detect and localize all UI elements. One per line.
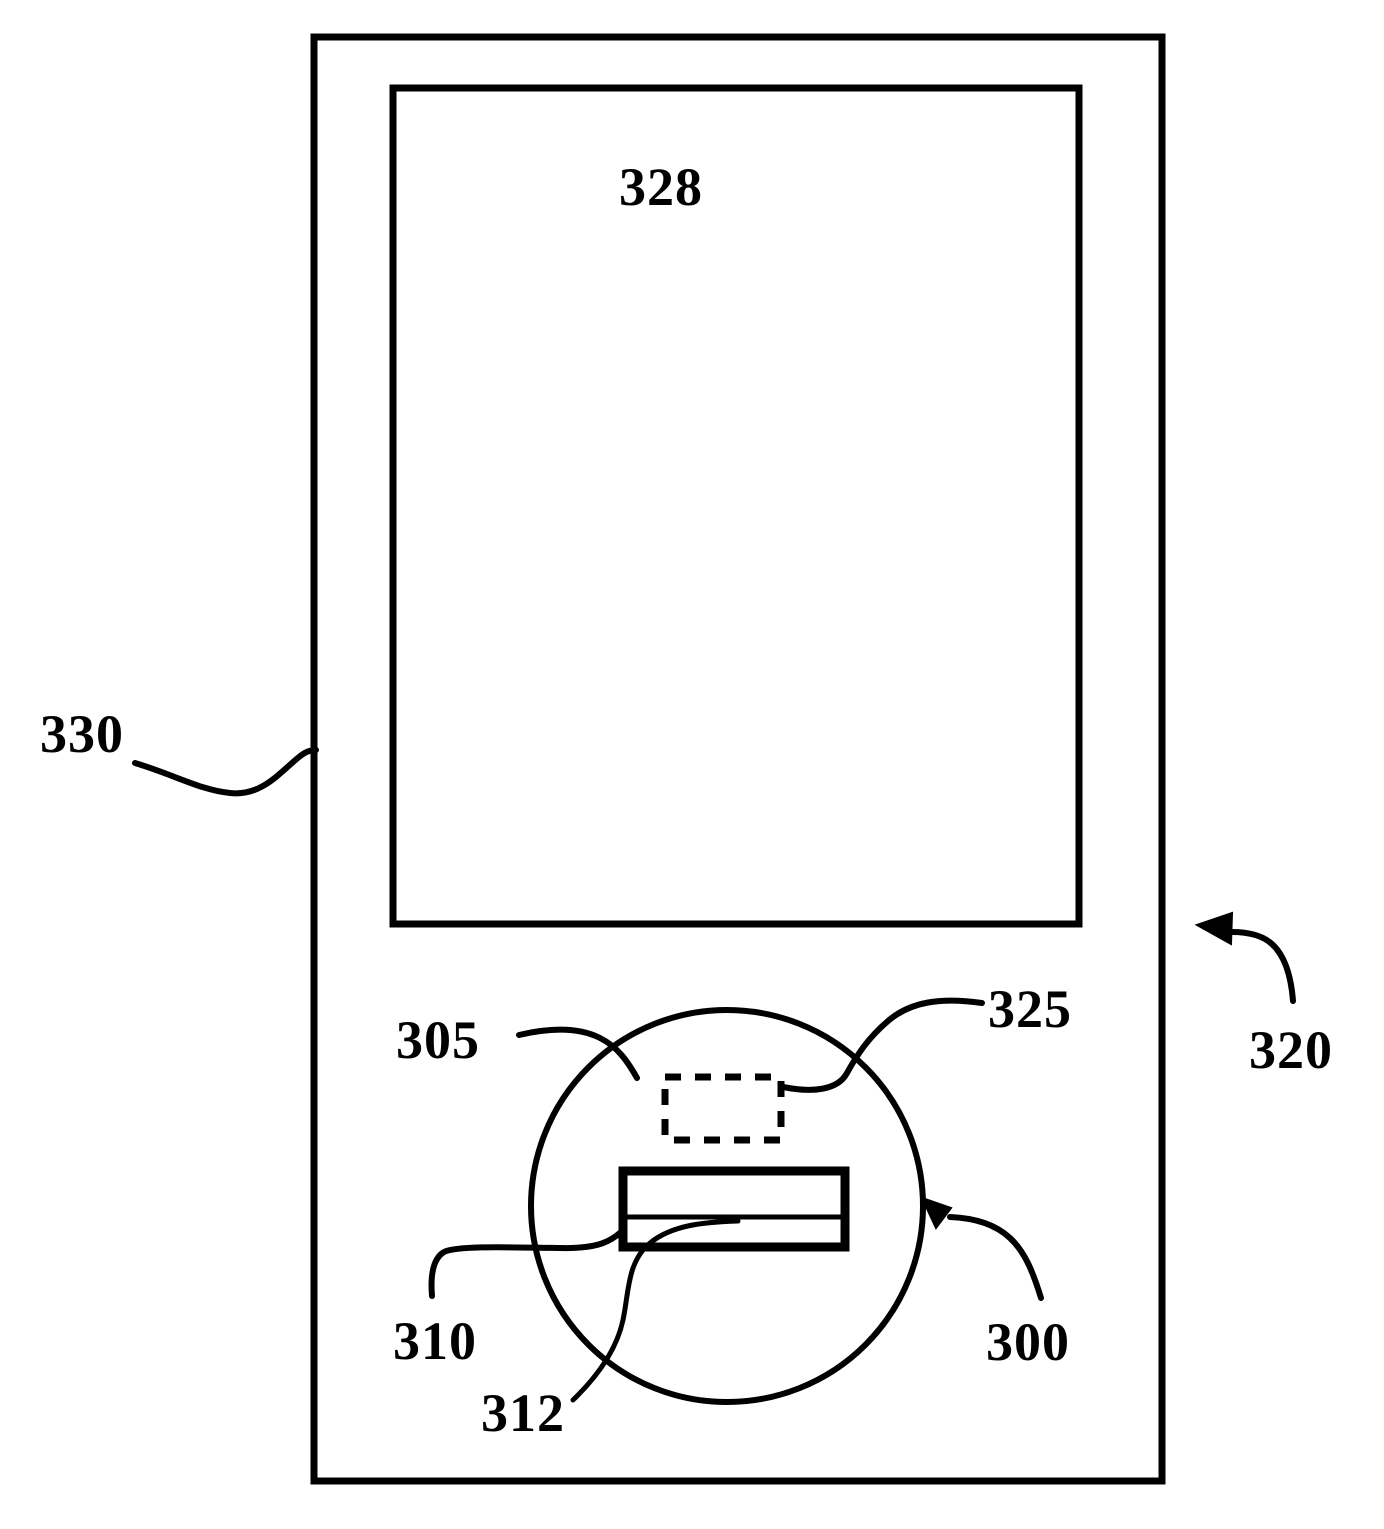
reference-numeral-305: 305 — [396, 1010, 480, 1070]
reference-numeral-325: 325 — [988, 979, 1072, 1039]
reference-numeral-312: 312 — [481, 1383, 565, 1443]
leader-line-330 — [132, 747, 319, 797]
reference-numeral-320: 320 — [1249, 1020, 1333, 1080]
leader-line-300 — [947, 1214, 1044, 1301]
arrowhead-300-icon — [920, 1196, 953, 1230]
reference-numeral-328: 328 — [619, 157, 703, 217]
leader-line-312 — [570, 1218, 741, 1403]
display-screen-rectangle — [389, 84, 1083, 928]
leader-line-305 — [516, 1026, 640, 1081]
dashed-rectangle — [661, 1073, 785, 1144]
detail-circle — [528, 1007, 926, 1405]
leader-line-325 — [780, 997, 985, 1093]
reference-numeral-310: 310 — [393, 1311, 477, 1371]
leader-line-320 — [1229, 929, 1296, 1004]
reference-numeral-300: 300 — [986, 1312, 1070, 1372]
reference-numeral-330: 330 — [40, 704, 124, 764]
arrowhead-320-icon — [1194, 911, 1234, 946]
leader-line-310 — [428, 1229, 624, 1299]
outer-device-rectangle — [310, 33, 1166, 1485]
